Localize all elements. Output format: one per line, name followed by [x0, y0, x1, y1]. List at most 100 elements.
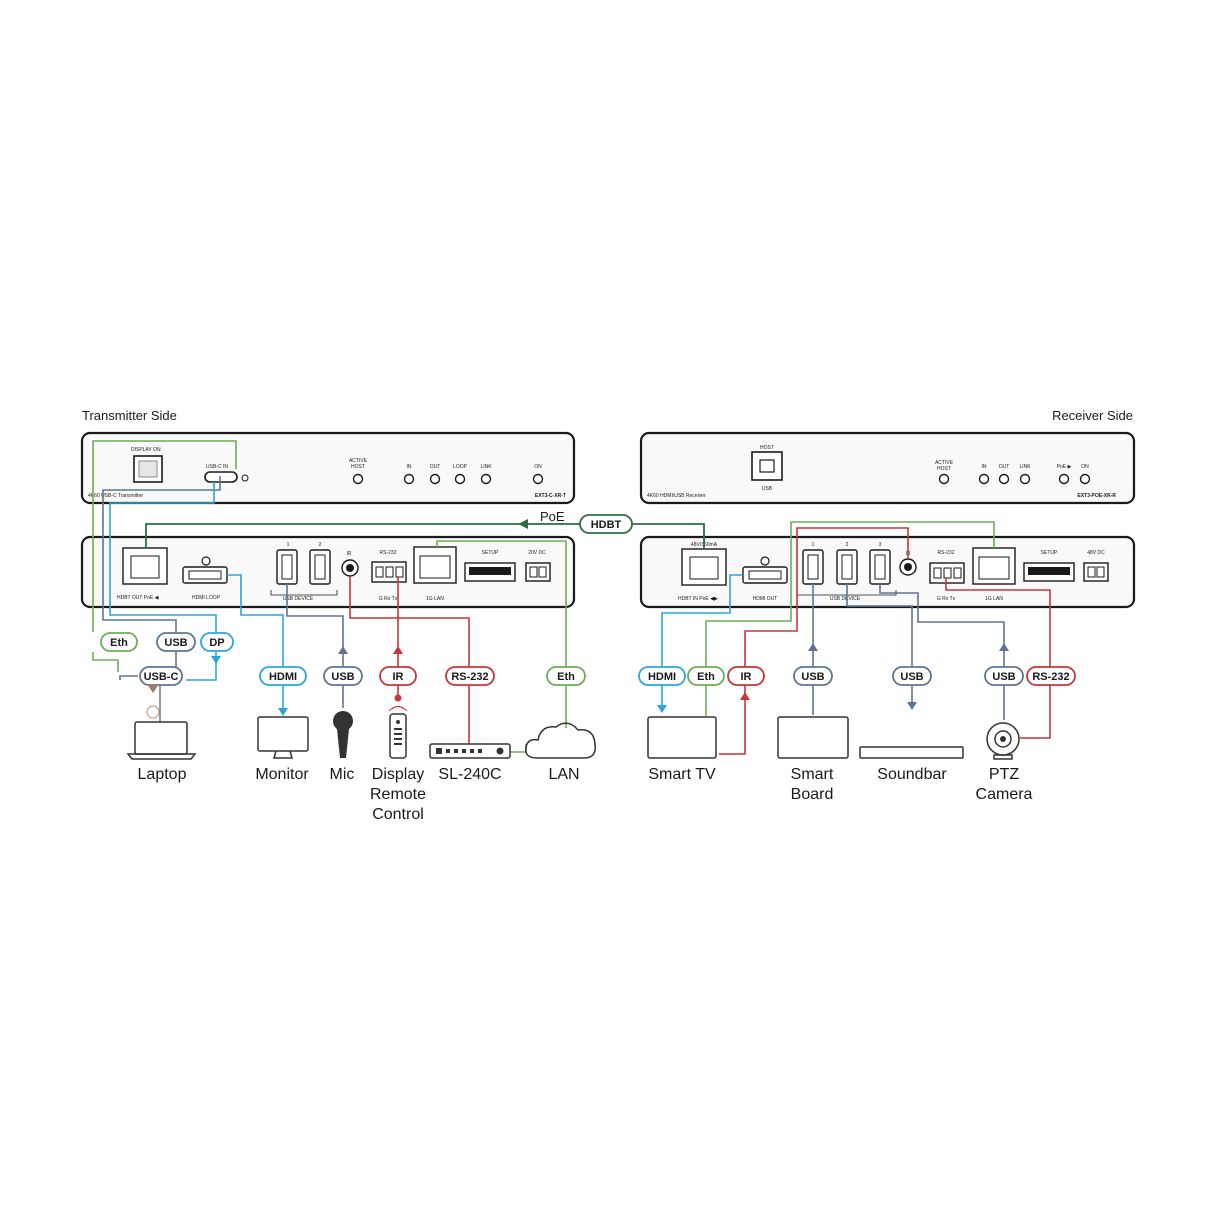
transmitter-side-heading: Transmitter Side — [82, 408, 177, 423]
svg-text:HDMI: HDMI — [269, 671, 297, 683]
pill-tx-eth: Eth — [100, 632, 138, 652]
pill-soundbar-usb: USB — [892, 666, 932, 686]
rx-led-link — [1019, 473, 1031, 485]
tx-usb-device-label: USB DEVICE — [283, 596, 314, 602]
usbc-in-port[interactable] — [204, 471, 238, 483]
tx-usb-num-2: 2 — [319, 542, 322, 548]
rx-led-label-poe: PoE ▶ — [1057, 464, 1072, 470]
pill-camera-rs232: RS-232 — [1026, 666, 1076, 686]
svg-text:RS-232: RS-232 — [1032, 671, 1069, 683]
tx-rs232-pins-label: G Rx Tx — [379, 596, 398, 602]
rx-led-label-out: OUT — [999, 464, 1010, 470]
transmitter-wiring — [92, 440, 567, 753]
svg-text:USB: USB — [331, 671, 354, 683]
svg-text:Eth: Eth — [697, 671, 715, 683]
svg-text:IR: IR — [393, 671, 404, 683]
led-label-on: ON — [534, 464, 542, 470]
svg-text:USB: USB — [164, 637, 187, 649]
cloud-icon — [524, 722, 597, 759]
tx-usb-num-1: 1 — [287, 542, 290, 548]
led-on — [532, 473, 544, 485]
power-icon — [241, 474, 249, 482]
led-label-in: IN — [407, 464, 412, 470]
display-on-label: DISPLAY ON — [131, 447, 161, 453]
tx-setup-label: SETUP — [482, 550, 499, 556]
svg-text:HDMI: HDMI — [648, 671, 676, 683]
pill-rx-hdmi: HDMI — [638, 666, 686, 686]
device-label-mic: Mic — [330, 766, 355, 783]
receiver-rear-panel: 48V/360mA HDBT IN PoE ◀▶ HDMI OUT 1 2 3 … — [639, 535, 1136, 609]
smart-board-icon — [777, 716, 849, 759]
svg-text:IR: IR — [741, 671, 752, 683]
tx-power-label: 20V DC — [528, 550, 546, 556]
rx-usb-num-2: 2 — [846, 542, 849, 548]
rx-hdmi-out-label: HDMI OUT — [753, 596, 778, 602]
device-label-remote-3: Control — [372, 806, 424, 823]
device-label-lan: LAN — [548, 766, 579, 783]
active-host-label-2: HOST — [351, 464, 365, 470]
rx-led-in — [978, 473, 990, 485]
device-label-remote-2: Remote — [370, 786, 426, 803]
led-out — [429, 473, 441, 485]
svg-text:RS-232: RS-232 — [451, 671, 488, 683]
pill-tx-dp: DP — [200, 632, 234, 652]
device-label-ptz-1: PTZ — [989, 766, 1019, 783]
led-label-loop: LOOP — [453, 464, 468, 470]
poe-label: PoE — [540, 509, 565, 524]
tx-lan-label: 1G LAN — [426, 596, 444, 602]
rx-hdbt-in-label: HDBT IN PoE ◀▶ — [678, 596, 718, 602]
hdbt-link: PoE HDBT — [145, 509, 705, 548]
device-label-laptop: Laptop — [138, 766, 187, 783]
rx-setup-label: SETUP — [1041, 550, 1058, 556]
svg-text:USB-C: USB-C — [144, 671, 179, 683]
svg-text:Eth: Eth — [557, 671, 575, 683]
poe-arrow-icon — [518, 519, 528, 529]
usb-label: USB — [762, 486, 773, 492]
rx-led-label-in: IN — [982, 464, 987, 470]
tx-model-description: 4K60 USB-C Transmitter — [88, 493, 143, 499]
device-label-sl240c: SL-240C — [438, 766, 501, 783]
pill-rx-eth: Eth — [687, 666, 725, 686]
pill-lan-eth: Eth — [546, 666, 586, 686]
laptop-icon — [126, 684, 197, 760]
pill-rs232: RS-232 — [445, 666, 495, 686]
rx-active-host-led — [938, 473, 950, 485]
transmitter-front-panel: DISPLAY ON USB-C IN 4K60 USB-C Transmitt… — [80, 431, 576, 505]
device-label-remote-1: Display — [372, 766, 424, 783]
svg-text:DP: DP — [209, 637, 224, 649]
active-host-led — [352, 473, 364, 485]
rx-rs232-pins-label: G Rx Tx — [937, 596, 956, 602]
tx-ir-label: IR — [347, 551, 352, 557]
rx-led-poe — [1058, 473, 1070, 485]
rx-usb-num-1: 1 — [812, 542, 815, 548]
tx-model-name: EXT3-C-XR-T — [535, 493, 566, 499]
led-loop — [454, 473, 466, 485]
led-label-link: LINK — [480, 464, 492, 470]
host-label: HOST — [760, 445, 774, 451]
pill-hdmi: HDMI — [259, 666, 307, 686]
device-label-smart-tv: Smart TV — [648, 766, 716, 783]
rx-hdmi-lock-icon — [760, 556, 770, 566]
usbc-in-label: USB-C IN — [206, 464, 228, 470]
led-label-out: OUT — [430, 464, 441, 470]
pill-camera-usb: USB — [984, 666, 1024, 686]
svg-text:USB: USB — [801, 671, 824, 683]
rx-led-out — [998, 473, 1010, 485]
transmitter-rear-panel: HDBT OUT PoE ◀ HDMI LOOP 1 2 USB DEVICE … — [80, 535, 576, 609]
tx-hdmi-loop-label: HDMI LOOP — [192, 595, 221, 601]
active-host-label-1: ACTIVE — [349, 458, 368, 464]
pill-rx-ir: IR — [727, 666, 765, 686]
rx-lan-label: 1G LAN — [985, 596, 1003, 602]
pill-board-usb: USB — [793, 666, 833, 686]
rx-active-host-label-2: HOST — [937, 466, 951, 472]
rx-model-description: 4K60 HDMI/USB Receiver — [647, 493, 706, 499]
smart-tv-icon — [647, 716, 717, 759]
pill-tx-usb: USB — [156, 632, 196, 652]
rx-led-label-link: LINK — [1019, 464, 1031, 470]
rx-active-host-label-1: ACTIVE — [935, 460, 954, 466]
device-label-smart-board-2: Board — [791, 786, 834, 803]
rx-led-label-on: ON — [1081, 464, 1089, 470]
monitor-icon — [257, 716, 309, 759]
led-in — [403, 473, 415, 485]
